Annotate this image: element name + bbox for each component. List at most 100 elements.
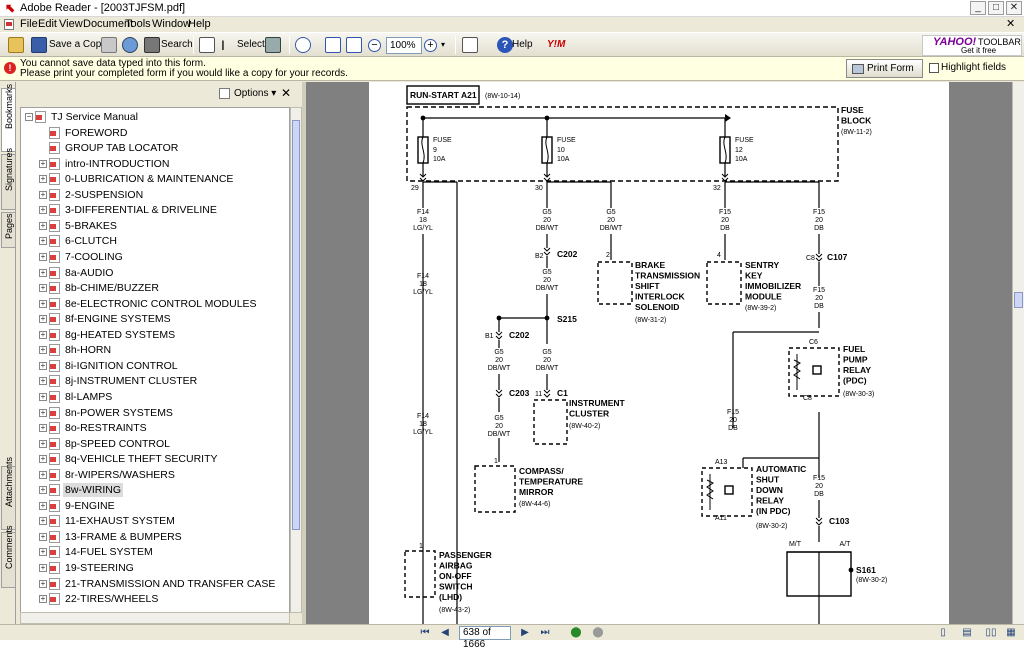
select-button[interactable]: Select	[237, 39, 265, 50]
bookmark-item[interactable]: +8l-LAMPS	[21, 390, 289, 405]
bookmark-item[interactable]: +0-LUBRICATION & MAINTENANCE	[21, 172, 289, 187]
bookmark-item[interactable]: +22-TIRES/WHEELS	[21, 592, 289, 607]
bookmark-item[interactable]: +2-SUSPENSION	[21, 188, 289, 203]
minimize-button[interactable]: _	[970, 1, 986, 15]
bookmark-item[interactable]: +6-CLUTCH	[21, 234, 289, 249]
help-button[interactable]: Help	[512, 39, 533, 50]
bookmark-item[interactable]: +13-FRAME & BUMPERS	[21, 530, 289, 545]
yahoo-messenger-icon[interactable]: Y!M	[547, 39, 566, 50]
bookmark-item[interactable]: +8h-HORN	[21, 343, 289, 358]
menu-help[interactable]: Help	[188, 18, 211, 30]
single-page-icon[interactable]: ▯	[940, 627, 946, 638]
bookmark-item[interactable]: +8f-ENGINE SYSTEMS	[21, 312, 289, 327]
maximize-button[interactable]: □	[988, 1, 1004, 15]
bookmark-item[interactable]: +7-COOLING	[21, 250, 289, 265]
expand-icon[interactable]: +	[39, 469, 47, 479]
bookmark-item[interactable]: +8w-WIRING	[21, 483, 289, 498]
zoom-dropdown-icon[interactable]: ▾	[441, 40, 446, 49]
select-text-icon[interactable]: I	[221, 37, 225, 53]
menu-document[interactable]: Document	[83, 18, 134, 30]
bookmark-item[interactable]: +8r-WIPERS/WASHERS	[21, 468, 289, 483]
bookmark-item[interactable]: +8j-INSTRUMENT CLUSTER	[21, 374, 289, 389]
expand-icon[interactable]: +	[39, 407, 47, 417]
tab-bookmarks[interactable]: Bookmarks	[1, 84, 15, 152]
bookmark-item[interactable]: +3-DIFFERENTIAL & DRIVELINE	[21, 203, 289, 218]
bookmark-item[interactable]: +8a-AUDIO	[21, 266, 289, 281]
bookmark-item[interactable]: +9-ENGINE	[21, 499, 289, 514]
bookmark-horizontal-scrollbar[interactable]	[20, 612, 290, 624]
go-forward-icon[interactable]: ⬤	[592, 627, 604, 638]
expand-icon[interactable]: +	[39, 252, 47, 261]
expand-icon[interactable]: +	[39, 516, 47, 526]
close-button[interactable]: ✕	[1006, 1, 1022, 15]
close-panel-icon[interactable]: ✕	[281, 86, 292, 100]
expand-icon[interactable]: +	[39, 485, 47, 495]
tab-signatures[interactable]: Signatures	[1, 148, 15, 210]
bookmark-item[interactable]: +8e-ELECTRONIC CONTROL MODULES	[21, 297, 289, 312]
menu-window[interactable]: Window	[152, 18, 192, 30]
expand-icon[interactable]: +	[39, 174, 47, 184]
print-icon[interactable]	[101, 37, 117, 53]
expand-icon[interactable]: +	[39, 531, 47, 541]
expand-icon[interactable]: +	[39, 298, 47, 308]
bookmark-item[interactable]: +21-TRANSMISSION AND TRANSFER CASE	[21, 577, 289, 592]
expand-icon[interactable]: +	[39, 283, 47, 293]
actual-size-icon[interactable]	[325, 37, 341, 53]
expand-icon[interactable]: +	[39, 345, 47, 355]
expand-icon[interactable]: +	[39, 578, 47, 588]
page-number-input[interactable]: 638 of 1666	[459, 626, 511, 650]
zoom-level-input[interactable]: 100%	[386, 37, 422, 54]
search-icon[interactable]	[144, 37, 160, 53]
yahoo-toolbar-button[interactable]: YAHOO! TOOLBAR Get it free	[922, 35, 1022, 56]
save-copy-icon[interactable]	[31, 37, 47, 53]
bookmark-item[interactable]: −TJ Service Manual	[21, 110, 289, 125]
expand-icon[interactable]: +	[39, 454, 47, 464]
snapshot-icon[interactable]	[265, 37, 281, 53]
zoom-in-plus-icon[interactable]: +	[424, 39, 437, 52]
tab-pages[interactable]: Pages	[1, 212, 15, 248]
continuous-icon[interactable]: ▤	[962, 627, 972, 638]
bookmark-item[interactable]: +5-BRAKES	[21, 219, 289, 234]
previous-page-icon[interactable]: ◀	[441, 627, 449, 638]
expand-icon[interactable]: +	[39, 594, 47, 604]
expand-icon[interactable]: +	[39, 376, 47, 386]
bookmark-item[interactable]: +14-FUEL SYSTEM	[21, 545, 289, 560]
bookmark-item[interactable]: +8o-RESTRAINTS	[21, 421, 289, 436]
menu-view[interactable]: View	[59, 18, 83, 30]
expand-icon[interactable]: +	[39, 267, 47, 277]
bookmark-vertical-scrollbar[interactable]	[290, 107, 302, 613]
menu-edit[interactable]: Edit	[38, 18, 57, 30]
print-form-button[interactable]: Print Form	[846, 59, 923, 78]
expand-icon[interactable]: +	[39, 329, 47, 339]
expand-icon[interactable]: +	[39, 547, 47, 557]
menu-tools[interactable]: Tools	[125, 18, 151, 30]
collapse-icon[interactable]: −	[25, 112, 33, 121]
expand-icon[interactable]: +	[39, 314, 47, 324]
expand-icon[interactable]: +	[39, 360, 47, 370]
help-icon[interactable]: ?	[497, 37, 513, 53]
first-page-icon[interactable]: ⏮	[420, 627, 430, 638]
expand-icon[interactable]: +	[39, 236, 47, 246]
bookmark-item[interactable]: +8q-VEHICLE THEFT SECURITY	[21, 452, 289, 467]
bookmark-item[interactable]: +11-EXHAUST SYSTEM	[21, 514, 289, 529]
bookmark-item[interactable]: +8i-IGNITION CONTROL	[21, 359, 289, 374]
options-menu[interactable]: Options ▾	[234, 88, 277, 99]
expand-icon[interactable]: +	[39, 423, 47, 433]
panel-splitter[interactable]	[302, 82, 306, 624]
email-icon[interactable]	[122, 37, 138, 53]
expand-icon[interactable]: +	[39, 500, 47, 510]
zoom-out-icon[interactable]: −	[368, 39, 381, 52]
bookmark-item[interactable]: FOREWORD	[21, 126, 289, 141]
document-scrollbar[interactable]	[1012, 82, 1024, 624]
expand-icon[interactable]: +	[39, 438, 47, 448]
next-page-icon[interactable]: ▶	[521, 627, 529, 638]
bookmark-item[interactable]: +19-STEERING	[21, 561, 289, 576]
tab-attachments[interactable]: Attachments	[1, 457, 15, 530]
zoom-in-icon[interactable]	[295, 37, 311, 53]
expand-icon[interactable]: +	[39, 205, 47, 215]
hand-tool-icon[interactable]	[199, 37, 215, 53]
expand-icon[interactable]: +	[39, 391, 47, 401]
options-icon[interactable]	[219, 88, 230, 99]
bookmark-item[interactable]: GROUP TAB LOCATOR	[21, 141, 289, 156]
search-button[interactable]: Search	[161, 39, 193, 50]
